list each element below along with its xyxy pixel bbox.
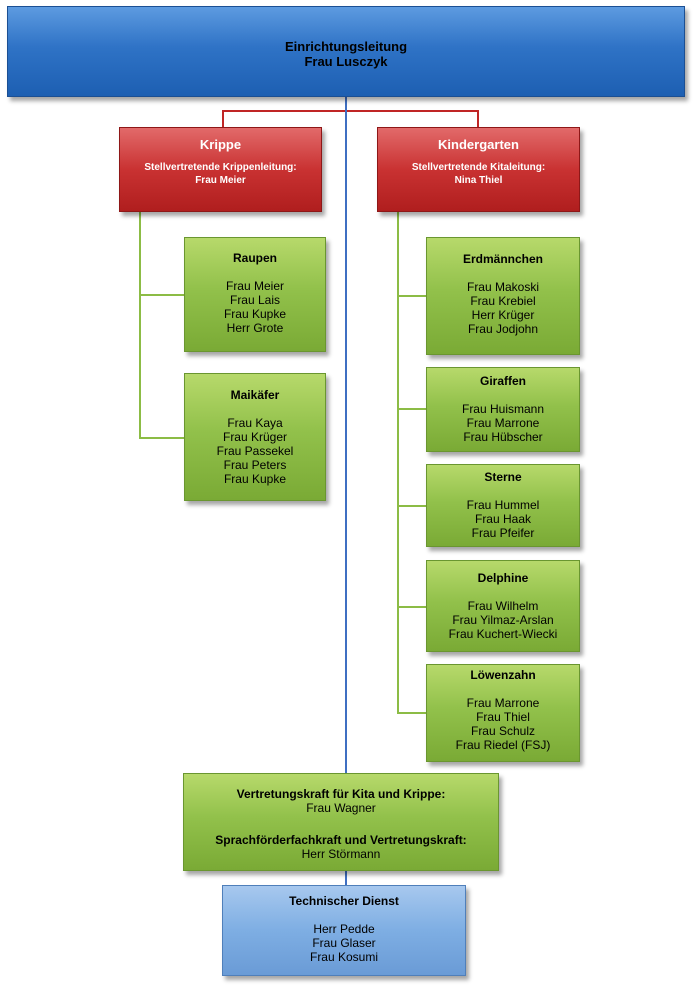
vertretung-title-1: Vertretungskraft für Kita und Krippe: [236,787,446,801]
group-delphine: Delphine Frau Wilhelm Frau Yilmaz-Arslan… [426,560,580,652]
group-member: Frau Marrone [466,696,540,710]
connector-kg-delphine [397,606,426,608]
group-member: Frau Yilmaz-Arslan [452,613,554,627]
technik-member: Frau Glaser [312,936,376,950]
group-title: Giraffen [479,374,526,388]
group-member: Frau Wilhelm [467,599,539,613]
kindergarten-name: Nina Thiel [454,175,503,186]
connector-top-to-krippe [222,110,224,127]
vertretung-name-2: Herr Störmann [301,847,381,861]
group-member: Frau Huismann [461,402,545,416]
technik-member: Frau Kosumi [309,950,379,964]
connector-krippe-raupen [139,294,184,296]
group-member: Frau Kaya [227,416,283,430]
connector-top-to-kindergarten [477,110,479,127]
group-member: Frau Peters [223,458,287,472]
krippe-name: Frau Meier [195,175,246,186]
connector-central-vertical [345,97,347,885]
group-title: Sterne [484,470,522,484]
group-member: Frau Kuchert-Wiecki [448,627,558,641]
group-title: Raupen [232,251,277,265]
group-member: Frau Makoski [466,280,540,294]
group-member: Frau Jodjohn [467,322,539,336]
kindergarten-box: Kindergarten Stellvertretende Kitaleitun… [377,127,580,212]
group-title: Delphine [477,571,529,585]
leitung-box: Einrichtungsleitung Frau Lusczyk [7,6,685,97]
krippe-title: Krippe [199,137,242,152]
group-title: Maikäfer [230,388,280,402]
vertretung-box: Vertretungskraft für Kita und Krippe: Fr… [183,773,499,871]
group-member: Herr Krüger [471,308,535,322]
connector-krippe-maikaefer [139,437,184,439]
krippe-subtitle: Stellvertretende Krippenleitung: [144,162,297,173]
technik-title: Technischer Dienst [289,894,399,908]
group-member: Frau Kupke [223,307,287,321]
connector-kindergarten-vertical [397,212,399,714]
group-member: Frau Lais [229,293,281,307]
connector-kg-sterne [397,505,426,507]
technik-member: Herr Pedde [313,922,375,936]
group-member: Frau Marrone [466,416,540,430]
connector-top-horizontal [222,110,479,112]
group-member: Frau Kupke [223,472,287,486]
leitung-title: Einrichtungsleitung [284,39,408,54]
group-member: Frau Krüger [222,430,288,444]
vertretung-name-1: Frau Wagner [306,801,376,815]
group-member: Frau Thiel [476,710,530,724]
group-member: Frau Hummel [466,498,540,512]
group-member: Frau Pfeifer [471,526,535,540]
group-erdmaennchen: Erdmännchen Frau Makoski Frau Krebiel He… [426,237,580,355]
group-member: Herr Grote [226,321,284,335]
kindergarten-subtitle: Stellvertretende Kitaleitung: [411,162,546,173]
group-maikaefer: Maikäfer Frau Kaya Frau Krüger Frau Pass… [184,373,326,501]
connector-kg-loewenzahn [397,712,426,714]
group-member: Frau Schulz [470,724,536,738]
connector-kg-erdmaennchen [397,295,426,297]
group-member: Frau Haak [474,512,532,526]
group-loewenzahn: Löwenzahn Frau Marrone Frau Thiel Frau S… [426,664,580,762]
kindergarten-title: Kindergarten [438,137,519,152]
leitung-name: Frau Lusczyk [304,54,388,69]
krippe-box: Krippe Stellvertretende Krippenleitung: … [119,127,322,212]
group-member: Frau Meier [225,279,284,293]
group-giraffen: Giraffen Frau Huismann Frau Marrone Frau… [426,367,580,452]
group-title: Erdmännchen [462,252,543,266]
technik-box: Technischer Dienst Herr Pedde Frau Glase… [222,885,466,976]
vertretung-title-2: Sprachförderfachkraft und Vertretungskra… [215,833,467,847]
group-member: Frau Hübscher [463,430,543,444]
group-member: Frau Passekel [216,444,294,458]
group-raupen: Raupen Frau Meier Frau Lais Frau Kupke H… [184,237,326,352]
connector-kg-giraffen [397,408,426,410]
connector-krippe-vertical [139,212,141,439]
group-member: Frau Riedel (FSJ) [455,738,551,752]
group-sterne: Sterne Frau Hummel Frau Haak Frau Pfeife… [426,464,580,547]
group-member: Frau Krebiel [470,294,536,308]
group-title: Löwenzahn [470,668,536,682]
